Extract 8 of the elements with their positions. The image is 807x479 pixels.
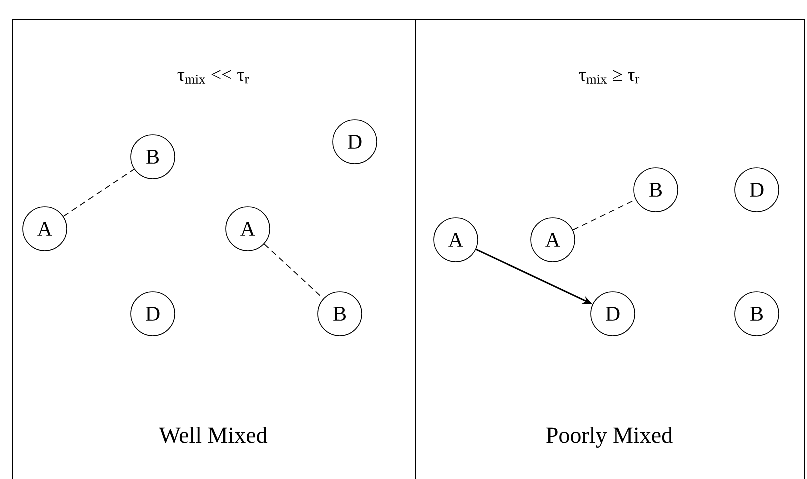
connector-line bbox=[63, 168, 135, 218]
panel-label: Poorly Mixed bbox=[546, 427, 673, 448]
panel bbox=[415, 19, 805, 479]
connector-line bbox=[264, 244, 324, 300]
panel-title: τ$_{mix}$ << τ$_{r}$ bbox=[178, 70, 250, 84]
panel bbox=[12, 19, 416, 479]
panel-label: Well Mixed bbox=[159, 427, 268, 444]
panel-title: τ$_{mix}$ ≥ τ$_{r}$ bbox=[579, 70, 640, 84]
